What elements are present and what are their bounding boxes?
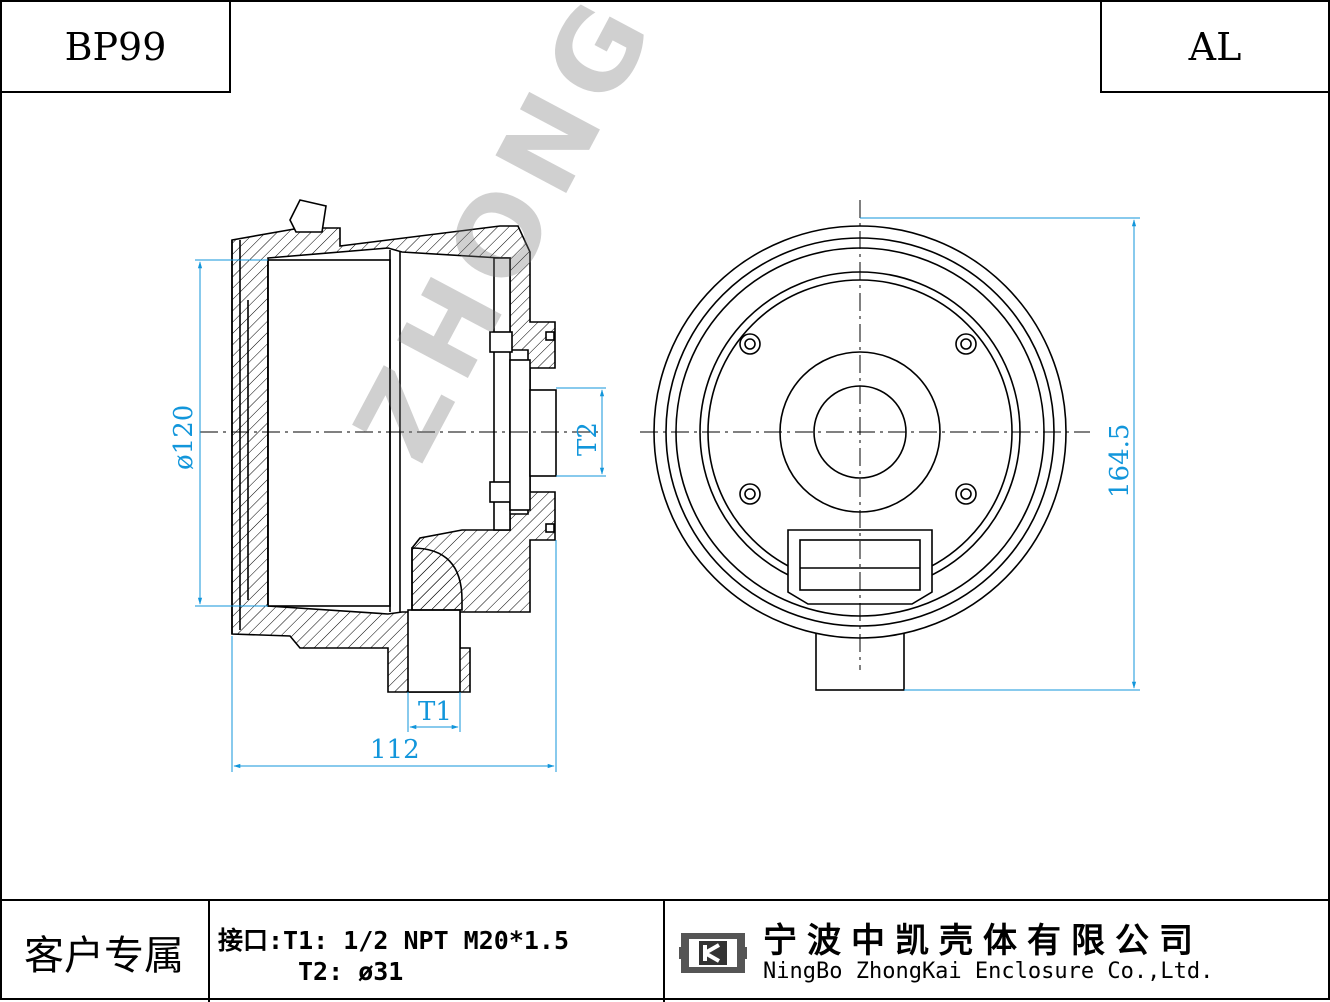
- side-section-view: [231, 199, 557, 693]
- material-code: AL: [1100, 0, 1330, 93]
- model-number: BP99: [0, 0, 231, 93]
- dim-t2: T2: [573, 422, 603, 456]
- company-name-cn: 宁波中凯壳体有限公司: [763, 921, 1203, 961]
- mounting-screws: [739, 333, 977, 505]
- title-block: 客户专属 接口:T1: 1/2 NPT M20*1.5 T2: ø31 宁波中凯…: [0, 899, 1330, 1002]
- dim-112: 112: [370, 735, 420, 765]
- company-name-en: NingBo ZhongKai Enclosure Co.,Ltd.: [763, 959, 1214, 984]
- dim-t1: T1: [418, 697, 452, 727]
- company-block: 宁波中凯壳体有限公司 NingBo ZhongKai Enclosure Co.…: [665, 901, 1330, 1002]
- company-logo-icon: [679, 933, 747, 973]
- dim-dia120: ø120: [169, 405, 199, 470]
- port-spec-line2: T2: ø31: [298, 957, 404, 986]
- port-spec-line1: 接口:T1: 1/2 NPT M20*1.5: [218, 926, 570, 955]
- t1-port: [407, 609, 461, 693]
- dim-164-5: 164.5: [1105, 424, 1135, 498]
- customer-label: 客户专属: [0, 901, 210, 1002]
- top-latch: [289, 199, 327, 233]
- technical-drawing: ø120 T2 T1 112 164.5: [169, 199, 1140, 772]
- port-spec: 接口:T1: 1/2 NPT M20*1.5 T2: ø31: [210, 901, 665, 1002]
- t2-port: [529, 389, 557, 477]
